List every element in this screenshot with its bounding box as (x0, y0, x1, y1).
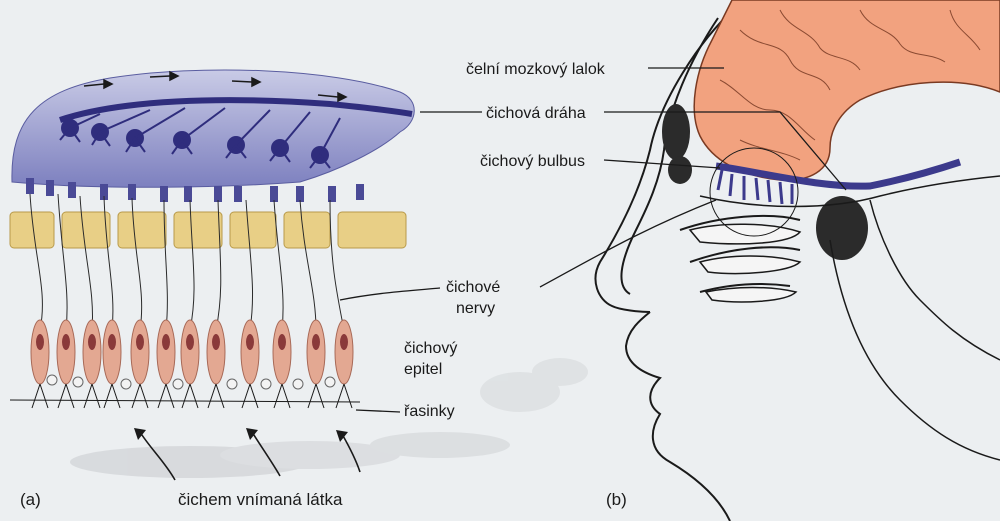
panel-a: čichové nervy čichový epitel řasinky (a)… (10, 70, 588, 509)
olfactory-nerves-label-2: nervy (456, 300, 495, 317)
olfactory-epithelium-label-2: epitel (404, 361, 442, 378)
cilia-leader (356, 410, 400, 412)
frontal-lobe (694, 0, 1000, 180)
panel-b-caption: (b) (606, 490, 627, 509)
cilia (10, 384, 360, 408)
olfactory-tract-label: čichová dráha (486, 105, 586, 122)
olfactory-nerves-label-1: čichové (446, 279, 500, 296)
olfactory-bulb-a (12, 70, 414, 202)
cilia-label: řasinky (404, 403, 455, 420)
panel-a-caption: (a) (20, 490, 41, 509)
odorant-cloud (70, 358, 588, 478)
frontal-lobe-label: čelní mozkový lalok (466, 61, 606, 78)
panel-b: čelní mozkový lalok čichová dráha čichov… (466, 0, 1000, 521)
receptor-cells (31, 320, 353, 384)
olfactory-epithelium-label-1: čichový (404, 340, 457, 357)
odorant-label: čichem vnímaná látka (178, 490, 343, 509)
cribriform-plate (10, 212, 406, 248)
olfactory-bulb-label: čichový bulbus (480, 153, 585, 170)
olfactory-nerves-leader (340, 288, 440, 300)
